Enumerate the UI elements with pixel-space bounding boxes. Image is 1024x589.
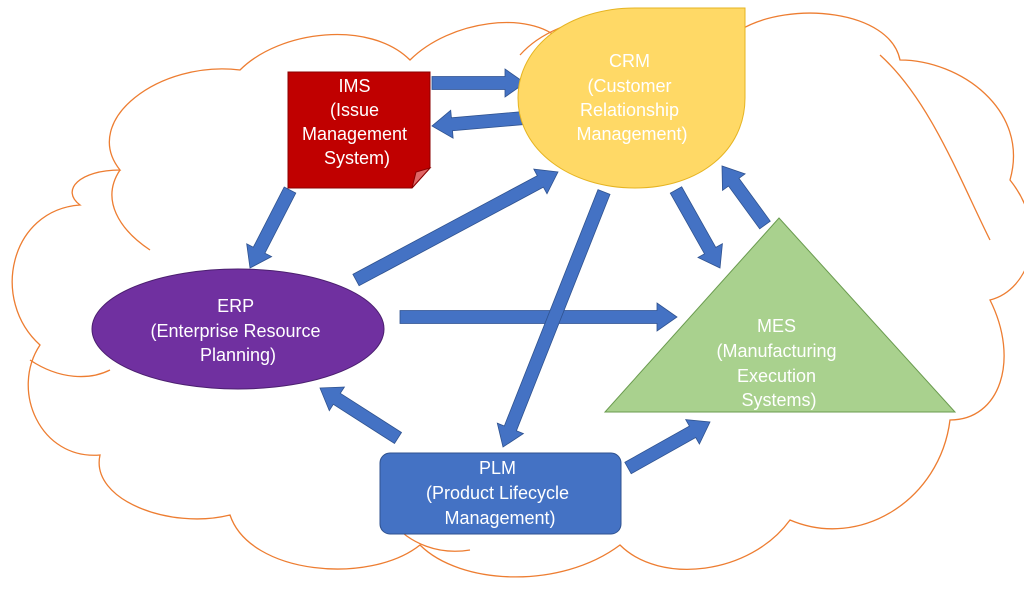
cloud-inner-arc	[879, 54, 991, 241]
erp-shape	[91, 268, 385, 390]
ims-fold-corner	[411, 167, 432, 189]
erp-label: ERP (Enterprise Resource Planning)	[150, 296, 325, 365]
arrow-plm-to-erp	[319, 386, 403, 445]
arrow-crm-to-plm	[496, 189, 611, 448]
cloud-inner-arc	[111, 169, 151, 251]
arrow-ims-to-crm	[431, 68, 526, 98]
plm-shape	[379, 452, 622, 535]
node-ims[interactable]: IMS (Issue Management System)	[287, 71, 432, 189]
node-mes[interactable]: MES (Manufacturing Execution Systems)	[603, 217, 957, 413]
arrow-erp-to-crm	[352, 168, 559, 287]
arrow-mes-to-crm	[721, 165, 771, 230]
mes-label: MES (Manufacturing Execution Systems)	[716, 316, 841, 410]
node-crm[interactable]: CRM (Customer Relationship Management)	[517, 7, 746, 189]
crm-label: CRM (Customer Relationship Management)	[576, 51, 687, 144]
mes-shape	[603, 217, 957, 413]
cloud-inner-arc	[29, 359, 111, 378]
arrow-ims-to-erp	[246, 186, 297, 269]
arrow-crm-to-ims	[431, 109, 526, 139]
arrow-erp-to-mes	[399, 302, 678, 332]
arrow-crm-to-mes	[669, 186, 723, 269]
node-erp[interactable]: ERP (Enterprise Resource Planning)	[91, 268, 385, 390]
ims-label: IMS (Issue Management System)	[302, 76, 412, 168]
crm-shape	[517, 7, 746, 189]
plm-label: PLM (Product Lifecycle Management)	[426, 458, 574, 528]
cloud-outline	[11, 9, 1024, 578]
arrow-plm-to-mes	[624, 419, 711, 475]
arrows-layer	[246, 68, 771, 475]
node-plm[interactable]: PLM (Product Lifecycle Management)	[379, 452, 622, 535]
cloud-background	[11, 9, 1024, 578]
